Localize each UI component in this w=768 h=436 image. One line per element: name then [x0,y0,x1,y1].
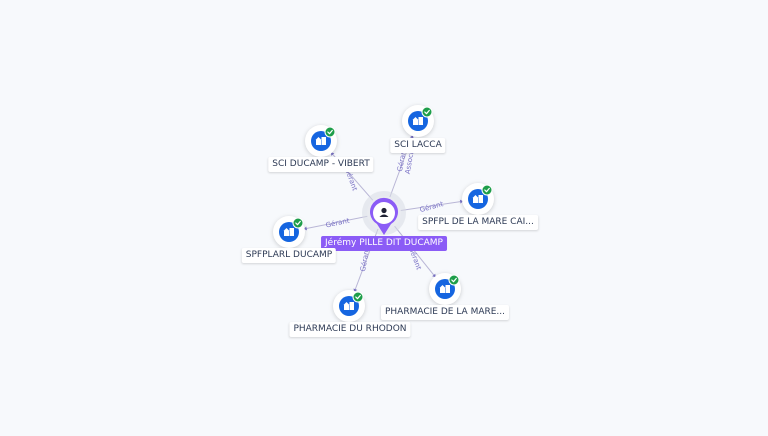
company-node-pharmacie-du-rhodon[interactable] [333,290,365,322]
verified-check-icon [324,126,336,138]
company-building-icon [439,285,450,293]
verified-check-icon [421,106,433,118]
center-person-label[interactable]: Jérémy PILLE DIT DUCAMP [321,236,447,251]
company-label-spfpl-de-la-mare[interactable]: SPFPL DE LA MARE CAI... [418,215,538,230]
company-building-icon [315,137,326,145]
company-node-spfplarl-ducamp[interactable] [273,216,305,248]
edge-arrow-spfpl-de-la-mare [459,199,464,204]
company-node-pharmacie-de-la-mare[interactable] [429,273,461,305]
company-label-spfplarl-ducamp[interactable]: SPFPLARL DUCAMP [241,248,337,263]
edge-arrow-sci-ducamp-vibert [330,152,335,156]
company-building-icon [412,117,423,125]
company-node-sci-lacca[interactable] [402,105,434,137]
company-building-icon [472,195,483,203]
nodes-layer [273,105,494,322]
edge-role-label-spfplarl-ducamp: Gérant [325,217,350,230]
company-label-pharmacie-de-la-mare[interactable]: PHARMACIE DE LA MARE... [380,305,510,320]
person-icon [379,207,389,217]
edge-arrow-spfplarl-ducamp [303,226,308,231]
center-person-node[interactable] [362,191,406,235]
verified-check-icon [292,217,304,229]
verified-check-icon [352,291,364,303]
company-node-sci-ducamp-vibert[interactable] [305,125,337,157]
company-label-pharmacie-du-rhodon[interactable]: PHARMACIE DU RHODON [289,322,411,337]
verified-check-icon [448,274,460,286]
edge-role-label-spfpl-de-la-mare: Gérant [419,200,445,214]
company-building-icon [343,302,354,310]
verified-check-icon [481,184,493,196]
company-label-sci-ducamp-vibert[interactable]: SCI DUCAMP - VIBERT [268,157,374,172]
edge-arrow-pharmacie-de-la-mare [432,273,436,278]
company-building-icon [283,228,294,236]
company-node-spfpl-de-la-mare[interactable] [462,183,494,215]
company-label-sci-lacca[interactable]: SCI LACCA [390,138,446,153]
